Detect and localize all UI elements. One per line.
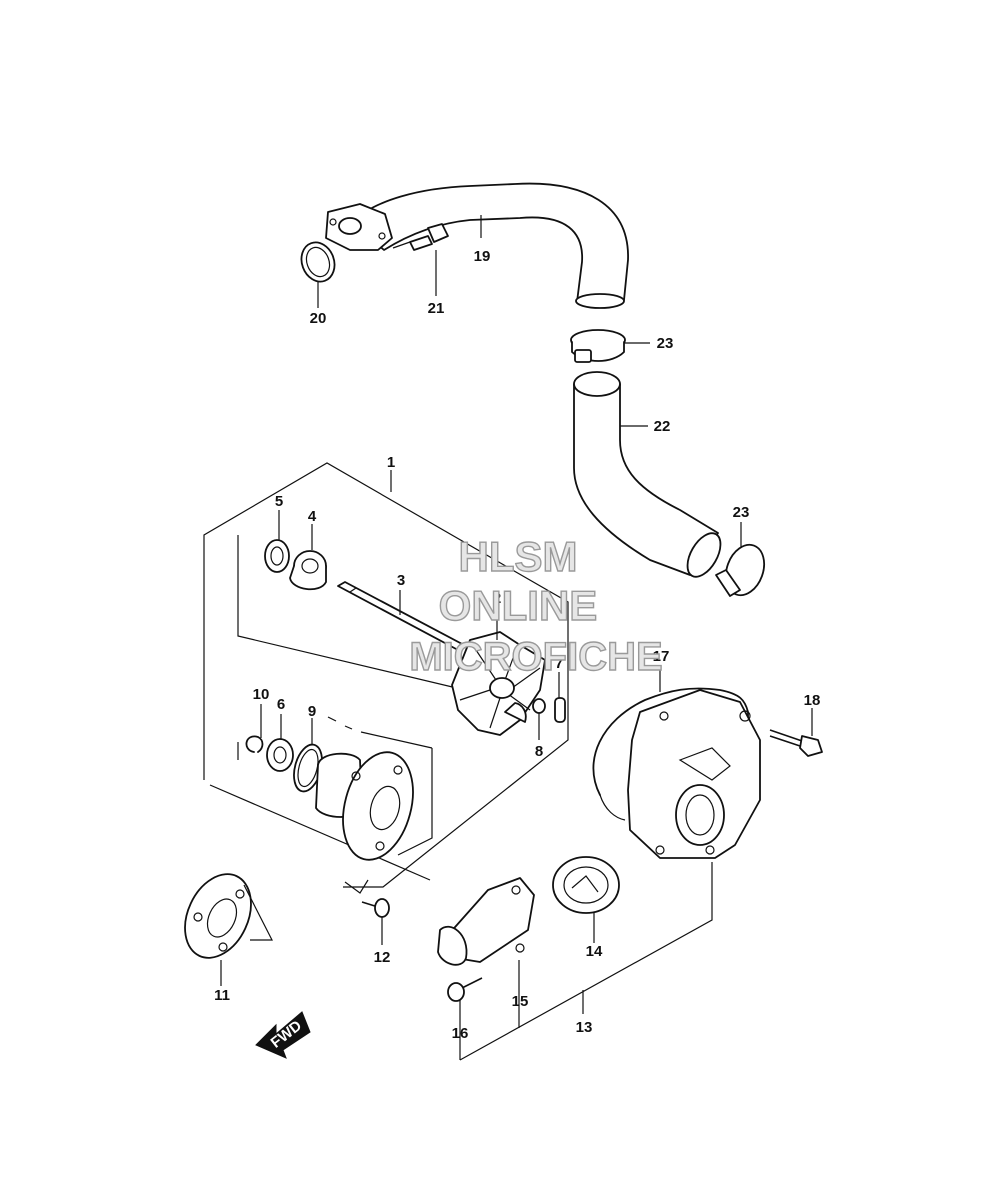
- callout-23-upper: 23: [657, 335, 674, 352]
- watermark: HLSM ONLINE MICROFICHE: [409, 532, 664, 679]
- watermark-line-3: MICROFICHE: [409, 635, 662, 679]
- part-22-water-hose: [573, 371, 722, 578]
- part-10-circlip: [245, 735, 264, 753]
- callout-6: 6: [277, 696, 285, 713]
- callout-21: 21: [428, 300, 445, 317]
- part-12-screw: [344, 879, 390, 918]
- kit-13-bracket: [459, 862, 713, 1061]
- part-16-screw: [447, 977, 483, 1002]
- part-19-water-pipe: [325, 182, 629, 309]
- part-23-upper-hose-clamp: [570, 329, 626, 363]
- callout-13: 13: [576, 1019, 593, 1036]
- callout-20: 20: [310, 310, 327, 327]
- fwd-arrow: FWD: [255, 1011, 311, 1059]
- part-2-impeller: [451, 631, 546, 736]
- callout-1: 1: [387, 454, 395, 471]
- part-9-o-ring: [293, 743, 323, 793]
- callout-5: 5: [275, 493, 283, 510]
- callout-23-lower: 23: [733, 504, 750, 521]
- pump-housing-flange: [315, 751, 414, 861]
- part-21-bolt: [392, 223, 449, 251]
- callout-4: 4: [308, 508, 317, 525]
- callout-11: 11: [214, 987, 230, 1004]
- callout-14: 14: [586, 943, 603, 960]
- callout-17: 17: [653, 648, 670, 665]
- kit-1-frame: [203, 462, 569, 888]
- part-6-bearing: [266, 738, 294, 772]
- part-11-gasket: [184, 873, 273, 959]
- part-8-washer: [532, 698, 546, 714]
- leader-lines: [220, 215, 813, 1060]
- part-18-bolt: [769, 729, 823, 757]
- part-20-o-ring: [300, 241, 336, 283]
- callout-19: 19: [474, 248, 491, 265]
- part-5-oil-seal: [264, 539, 290, 573]
- part-17-gasket: [592, 687, 749, 821]
- callout-22: 22: [654, 418, 671, 435]
- watermark-line-1: HLSM: [459, 533, 578, 580]
- callout-2: 2: [493, 590, 501, 607]
- part-14-thermostat: [552, 856, 620, 914]
- callout-7: 7: [555, 655, 563, 672]
- callout-9: 9: [308, 703, 316, 720]
- callout-labels: 1 5 4 3 2 7 8 10 6 9 11 12 14 15 13 16 1…: [214, 248, 820, 1042]
- callout-8: 8: [535, 743, 543, 760]
- callout-10: 10: [253, 686, 270, 703]
- callout-15: 15: [512, 993, 529, 1010]
- callout-3: 3: [397, 572, 405, 589]
- watermark-line-2: ONLINE: [439, 582, 598, 629]
- part-23-lower-hose-clamp: [715, 543, 766, 597]
- callout-18: 18: [804, 692, 821, 709]
- thermostat-housing: [627, 689, 761, 859]
- part-3-shaft: [337, 581, 465, 651]
- callout-12: 12: [374, 949, 391, 966]
- part-4-mechanical-seal: [289, 550, 327, 591]
- part-15-thermostat-cap: [437, 877, 535, 966]
- part-7-pin: [554, 697, 566, 723]
- callout-16: 16: [452, 1025, 469, 1042]
